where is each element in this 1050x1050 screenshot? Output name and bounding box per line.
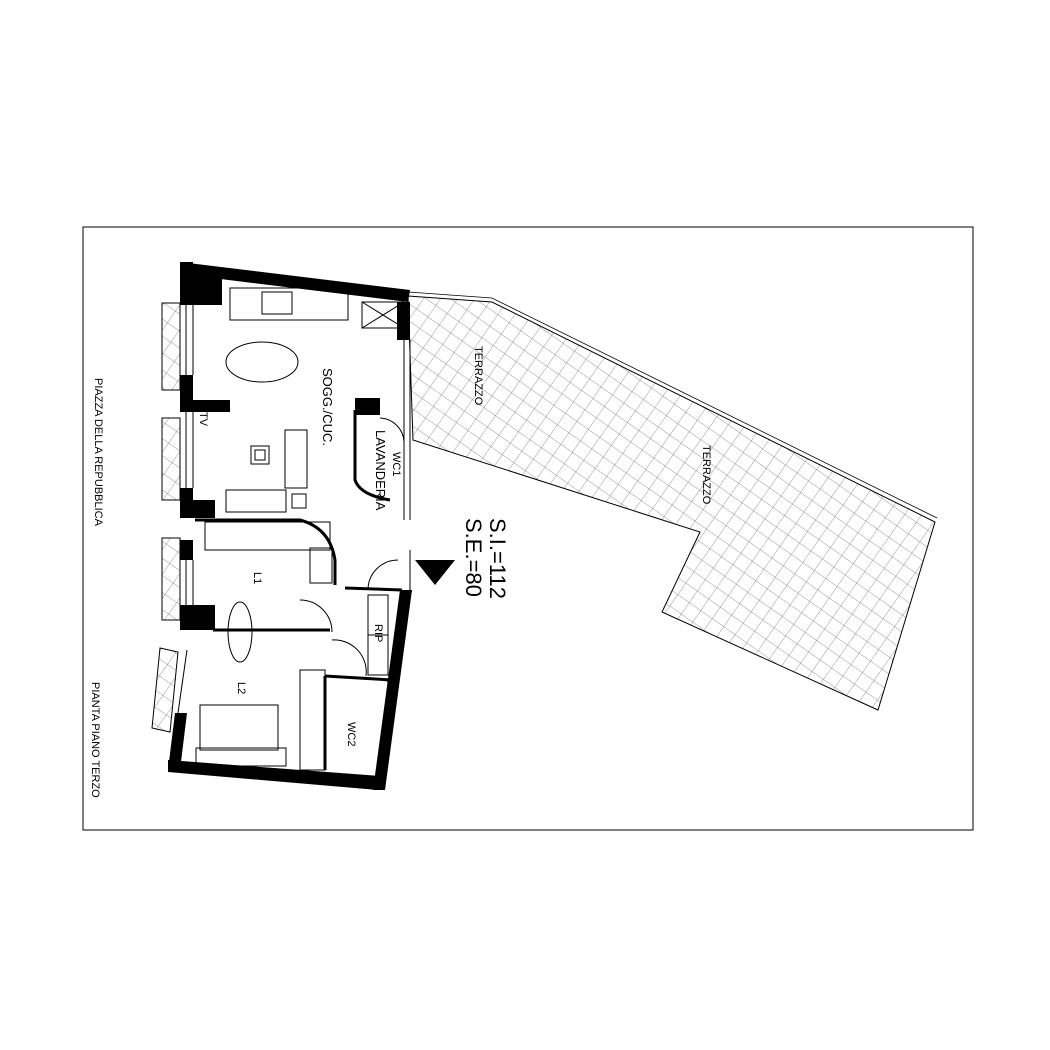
exterior-area-label: S.E.=80: [461, 518, 486, 597]
window-boxes: [151, 302, 181, 733]
room-label-tv: TV: [197, 412, 209, 427]
room-label-laundry: LAVANDERIA: [373, 430, 388, 511]
sheet-frame: [82, 226, 974, 831]
terrace: [407, 291, 938, 711]
wall-lines: [177, 305, 411, 714]
room-label-bedroom1: L1: [251, 572, 263, 584]
room-label-terrace1: TERRAZZO: [472, 346, 484, 406]
outer-walls: [168, 262, 412, 790]
room-label-wc1: WC1: [390, 452, 402, 476]
interior-area-label: S.I.=112: [485, 518, 510, 599]
room-label-living-kitchen: SOGG./CUC.: [320, 368, 335, 446]
interior-walls: [195, 410, 403, 770]
room-label-bedroom2: L2: [235, 682, 247, 694]
entrance-arrow-icon: [415, 560, 455, 585]
thin-lines: [195, 287, 405, 771]
room-label-wc2: WC2: [345, 722, 357, 746]
plan-title: PIANTA PIANO TERZO: [89, 682, 101, 798]
room-label-storage: RIP: [372, 624, 384, 642]
street-label: PIAZZA DELLA REPUBBLICA: [92, 378, 104, 527]
room-label-terrace2: TERRAZZO: [700, 445, 712, 505]
